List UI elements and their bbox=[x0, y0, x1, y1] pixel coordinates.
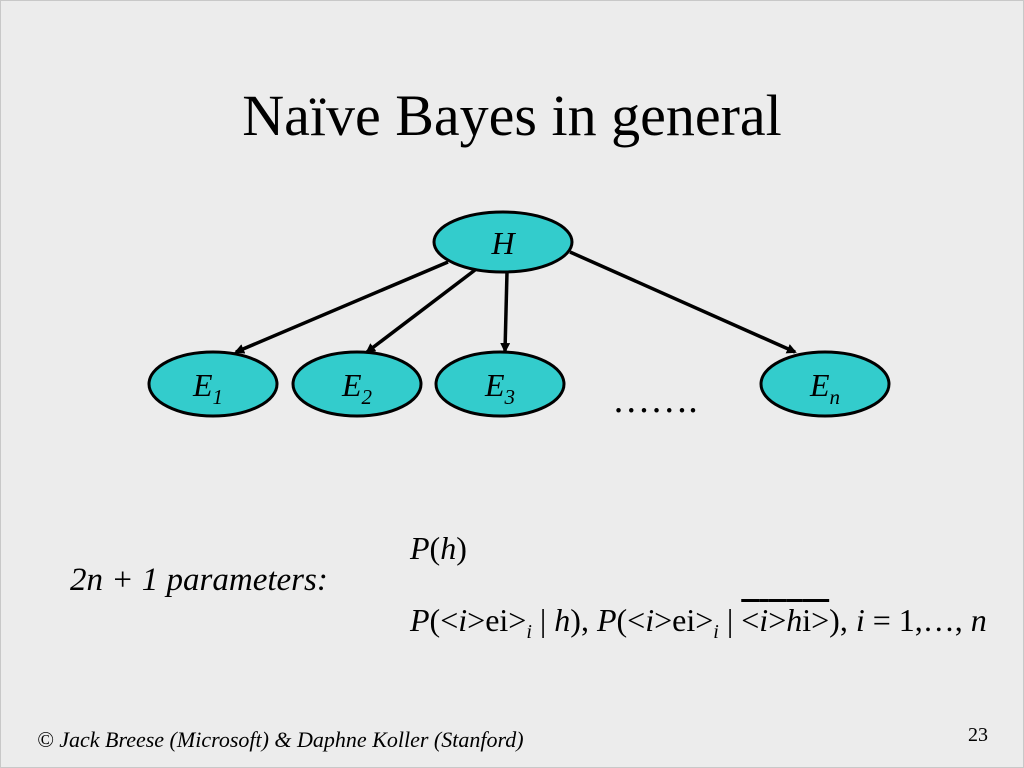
more-nodes-ellipsis: ……. bbox=[612, 379, 698, 421]
node-e1-label: E bbox=[192, 367, 213, 403]
edge-h-en bbox=[569, 250, 797, 354]
svg-text:E1: E1 bbox=[192, 367, 223, 409]
edge-h-e2 bbox=[365, 268, 477, 354]
edge-h-e3 bbox=[500, 271, 511, 353]
formula-prior-text: P(h) bbox=[410, 530, 467, 566]
formula-conditionals: P(<i>ei>i | h), P(<i>ei>i | <i>hi>), i =… bbox=[410, 600, 987, 643]
node-e2: E2 bbox=[291, 350, 423, 418]
node-e1: E1 bbox=[147, 350, 279, 418]
parameters-label: 2n + 1 parameters: bbox=[70, 562, 328, 598]
node-e3-label: E bbox=[484, 367, 505, 403]
svg-text:E3: E3 bbox=[484, 367, 515, 409]
slide-title: Naïve Bayes in general bbox=[242, 83, 782, 148]
svg-text:En: En bbox=[809, 367, 840, 409]
node-h: H bbox=[432, 210, 574, 274]
node-e3-subscript: 3 bbox=[504, 385, 516, 409]
node-en-subscript: n bbox=[830, 385, 841, 409]
copyright-footer: © Jack Breese (Microsoft) & Daphne Kolle… bbox=[37, 727, 524, 752]
page-number: 23 bbox=[968, 724, 988, 746]
node-h-label: H bbox=[490, 225, 516, 261]
node-en-label: E bbox=[809, 367, 830, 403]
node-e2-subscript: 2 bbox=[362, 385, 373, 409]
node-en: En bbox=[759, 350, 891, 418]
svg-text:E2: E2 bbox=[341, 367, 373, 409]
formula-conditionals-text: P(<i>ei>i | h), P(<i>ei>i | <i>hi>), i =… bbox=[410, 602, 987, 643]
formula-prior: P(h) bbox=[410, 528, 467, 568]
node-e3: E3 bbox=[434, 350, 566, 418]
edge-h-e1 bbox=[234, 260, 449, 354]
node-e2-label: E bbox=[341, 367, 362, 403]
node-e1-subscript: 1 bbox=[213, 385, 224, 409]
